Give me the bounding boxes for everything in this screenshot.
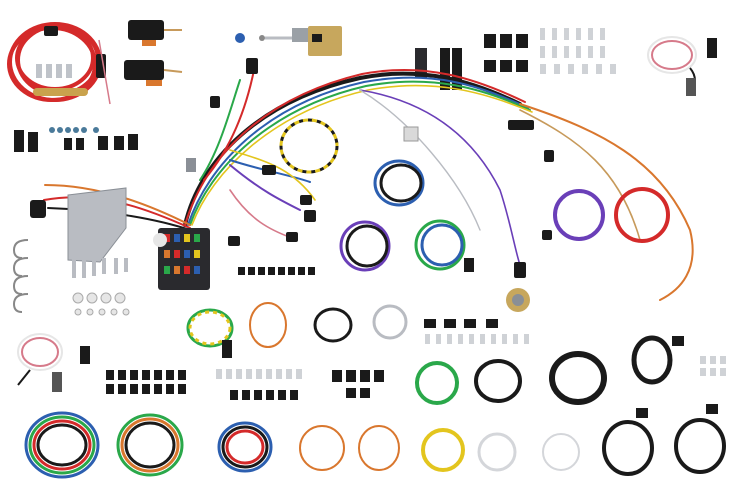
orange-coil <box>299 425 345 471</box>
dimmer-switch <box>686 78 696 96</box>
connectors-far-right <box>700 356 726 376</box>
twisted-coil <box>279 118 339 174</box>
thin-pink-wire <box>98 39 111 105</box>
small-switch-left <box>52 372 62 392</box>
ground-plug <box>222 340 232 358</box>
orange-loop <box>249 302 287 348</box>
wire-hooks <box>12 239 29 313</box>
washers <box>72 292 130 316</box>
orange-coil-2 <box>358 425 400 471</box>
coil-plug <box>464 258 474 272</box>
connector-row-right <box>424 319 498 328</box>
black-pigtail-cables <box>602 418 726 476</box>
terminal-grid-lower-left <box>106 370 186 394</box>
red-cable-lugs <box>33 26 106 96</box>
terminal-blocks-top-right <box>484 34 528 72</box>
gray-connector <box>186 158 196 172</box>
purple-coil-right <box>553 189 605 241</box>
small-connectors-row <box>238 267 315 275</box>
mounting-bracket <box>67 187 127 263</box>
white-coil <box>477 432 517 472</box>
terminal-grid-lower-mid <box>216 369 302 379</box>
small-plug-left <box>80 346 90 364</box>
fuse-block <box>153 228 210 290</box>
green-blue-coil <box>414 219 466 271</box>
large-black-coil <box>549 351 607 405</box>
grommets <box>49 127 99 133</box>
green-coil <box>415 361 459 405</box>
multicolor-coil-mid <box>217 421 273 473</box>
blue-black-coil <box>373 159 425 207</box>
harness-connectors <box>30 58 554 278</box>
black-cable-with-plugs <box>631 335 684 385</box>
white-coil-2 <box>542 433 580 471</box>
purple-coil-mid <box>339 220 391 272</box>
connectors-center <box>332 370 384 398</box>
green-yellow-ground-wire <box>186 308 234 348</box>
white-connector <box>403 126 419 142</box>
loose-terminals-top-right <box>540 28 616 74</box>
black-loop <box>313 307 353 343</box>
multicolor-coil-left <box>24 411 100 479</box>
bolts <box>72 258 128 278</box>
fuse-holders <box>124 20 183 86</box>
small-harness-left <box>17 333 63 386</box>
connector-grid-lower-mid <box>230 390 298 400</box>
brake-switch <box>707 38 717 58</box>
pigtail-plugs <box>636 404 718 418</box>
connector-row-left <box>14 130 138 152</box>
red-coil-right <box>614 187 670 243</box>
spade-terminals-row <box>425 334 529 344</box>
headlight-switch <box>235 26 342 56</box>
yellow-coil <box>421 428 465 472</box>
multicolor-coil-left2 <box>116 413 184 477</box>
ring-terminals-top <box>36 64 72 78</box>
gray-loop <box>372 304 408 340</box>
ignition-switch <box>506 288 530 312</box>
black-coil-mid <box>474 359 522 403</box>
